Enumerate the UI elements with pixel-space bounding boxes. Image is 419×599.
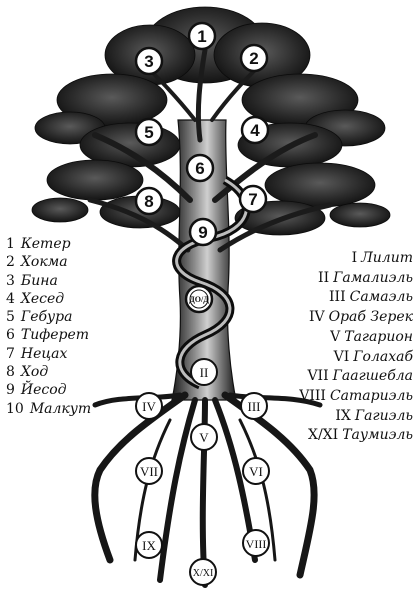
sefira-marker: 3 <box>134 46 164 76</box>
svg-text:5: 5 <box>144 123 153 142</box>
sefira-marker: 6 <box>185 153 215 183</box>
sefirot-markers: 1 3 2 5 4 6 8 7 9 <box>134 21 270 247</box>
daat-marker: ДО/Д <box>184 284 214 314</box>
qlipha-marker: VII <box>135 457 163 485</box>
qlipha-marker: III <box>240 392 268 420</box>
svg-text:ДО/Д: ДО/Д <box>189 295 209 304</box>
svg-text:IV: IV <box>142 399 156 414</box>
qlipha-marker: VIII <box>242 529 270 557</box>
svg-text:III: III <box>248 399 261 414</box>
svg-text:II: II <box>200 365 209 380</box>
svg-text:VII: VII <box>140 464 158 479</box>
qlipha-marker: X/XI <box>189 558 217 586</box>
sefira-marker: 1 <box>187 21 217 51</box>
sefira-marker: 2 <box>239 43 269 73</box>
sefira-marker: 7 <box>238 184 268 214</box>
svg-text:X/XI: X/XI <box>193 568 214 579</box>
svg-text:7: 7 <box>248 190 257 209</box>
qlipha-marker: VI <box>242 457 270 485</box>
qlipha-marker: V <box>190 423 218 451</box>
svg-text:VI: VI <box>249 464 263 479</box>
svg-text:4: 4 <box>250 121 260 140</box>
sefira-marker: 5 <box>134 117 164 147</box>
svg-text:V: V <box>199 430 209 445</box>
svg-text:1: 1 <box>197 27 206 46</box>
sefira-marker: 8 <box>134 186 164 216</box>
svg-text:8: 8 <box>144 192 153 211</box>
svg-text:VIII: VIII <box>246 537 267 551</box>
svg-text:9: 9 <box>198 223 207 242</box>
svg-text:6: 6 <box>195 159 204 178</box>
qlipha-marker: II <box>190 358 218 386</box>
qlipha-marker: IX <box>135 531 163 559</box>
qlipha-marker: IV <box>135 392 163 420</box>
sefira-marker: 9 <box>188 217 218 247</box>
svg-text:IX: IX <box>142 538 156 553</box>
sefira-marker: 4 <box>240 115 270 145</box>
svg-text:3: 3 <box>144 52 153 71</box>
svg-text:2: 2 <box>249 49 258 68</box>
qliphoth-markers: II IV III V VII VI IX VIII X/XI <box>135 358 270 586</box>
